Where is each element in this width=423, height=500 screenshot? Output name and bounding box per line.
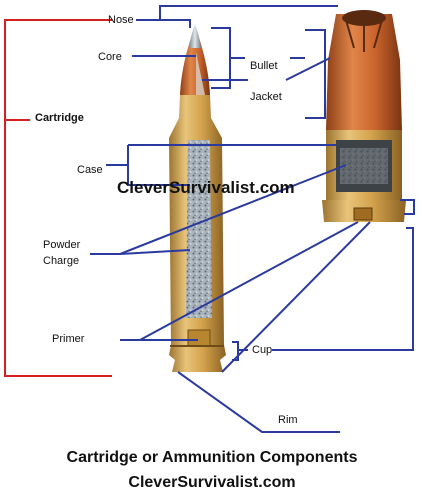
rifle-bullet-core [196,52,205,95]
label-core: Core [98,51,122,63]
leader-lines [90,5,415,433]
pistol-primer [353,207,373,221]
rifle-primer [187,329,211,347]
label-jacket: Jacket [250,91,282,103]
rifle-case-head [169,345,226,372]
label-nose: Nose [108,14,134,26]
rifle-cartridge-cutaway [169,24,226,372]
pistol-cartridge-cutaway [322,10,406,222]
label-bullet: Bullet [250,60,278,72]
rifle-powder-column [186,140,212,318]
label-cartridge: Cartridge [35,112,84,124]
label-case: Case [77,164,103,176]
pistol-hollow-point [342,10,386,26]
pistol-bullet [326,14,402,130]
cartridge-bracket [4,19,112,377]
caption-title: Cartridge or Ammunition Components [67,449,358,466]
label-powder: Powder [43,239,81,251]
label-cup: Cup [252,344,272,356]
label-rim: Rim [278,414,298,426]
caption-site: CleverSurvivalist.com [128,474,295,491]
rifle-bullet-jacket [180,26,210,95]
rifle-bullet-tip [189,24,201,48]
watermark: CleverSurvivalist.com [117,178,295,197]
label-charge: Charge [43,255,79,267]
label-primer: Primer [52,333,85,345]
